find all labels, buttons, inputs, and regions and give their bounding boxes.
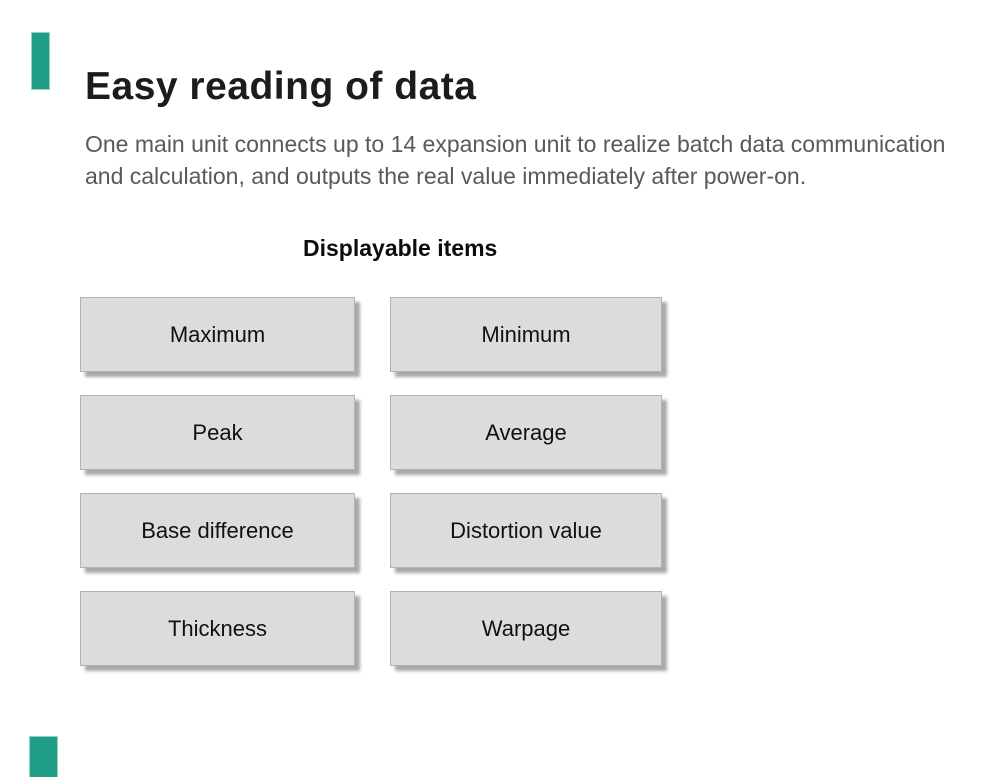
displayable-items-grid: Maximum Minimum Peak Average Base differ… [80, 297, 662, 666]
item-thickness: Thickness [80, 591, 355, 666]
page-title: Easy reading of data [85, 65, 477, 109]
item-peak: Peak [80, 395, 355, 470]
title-accent-bar [32, 33, 49, 89]
item-minimum: Minimum [390, 297, 662, 372]
item-maximum: Maximum [80, 297, 355, 372]
item-base-difference: Base difference [80, 493, 355, 568]
next-section-accent-bar [30, 737, 57, 777]
item-distortion-value: Distortion value [390, 493, 662, 568]
item-warpage: Warpage [390, 591, 662, 666]
displayable-items-heading: Displayable items [303, 235, 498, 261]
intro-paragraph: One main unit connects up to 14 expansio… [85, 131, 946, 189]
item-average: Average [390, 395, 662, 470]
